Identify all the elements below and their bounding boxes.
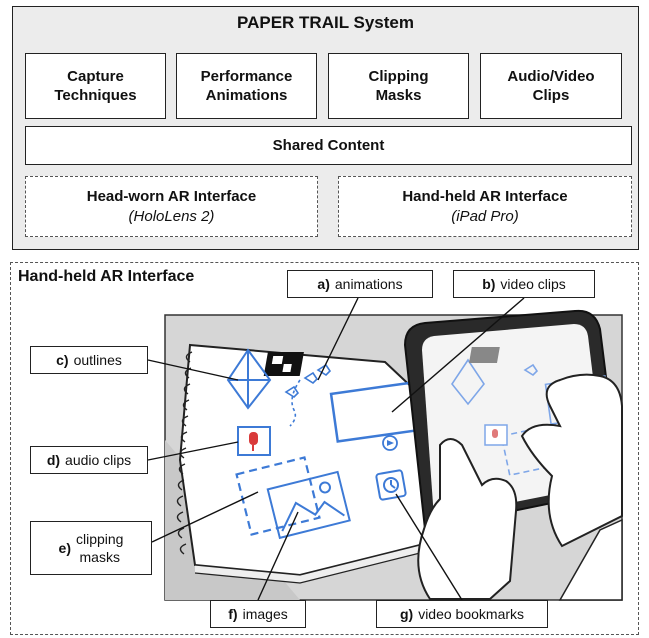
interface-hand-held: Hand-held AR Interface (iPad Pro): [338, 176, 632, 237]
pointing-hand: [520, 373, 623, 548]
label-clipping-masks: e)clipping masks: [30, 521, 152, 575]
label-key: a): [317, 276, 330, 292]
label-images: f)images: [210, 600, 306, 628]
fiducial-marker: [263, 352, 304, 376]
holding-hand: [417, 438, 518, 600]
label-outlines: c)outlines: [30, 346, 148, 374]
module-label: Audio/Video Clips: [507, 68, 595, 104]
sleeve: [558, 518, 623, 601]
handheld-title: Hand-held AR Interface: [18, 268, 195, 285]
label-audio-clips: d)audio clips: [30, 446, 148, 474]
system-title: PAPER TRAIL System: [237, 13, 414, 32]
label-key: b): [482, 276, 496, 292]
microphone-icon: [249, 432, 258, 445]
label-text: video bookmarks: [418, 606, 525, 622]
module-capture-techniques: Capture Techniques: [25, 53, 166, 119]
shared-content-label: Shared Content: [272, 137, 385, 154]
module-performance-animations: Performance Animations: [176, 53, 317, 119]
shared-content-box: Shared Content: [25, 126, 632, 165]
label-animations: a)animations: [287, 270, 433, 298]
interface-device: (HoloLens 2): [128, 207, 215, 225]
label-video-clips: b)video clips: [453, 270, 595, 298]
label-key: g): [399, 606, 414, 622]
label-key: f): [228, 606, 238, 622]
label-text: audio clips: [65, 452, 132, 468]
image-icon: [266, 470, 351, 540]
label-key: e): [58, 540, 71, 556]
interface-title: Hand-held AR Interface: [402, 187, 568, 205]
module-label: Capture Techniques: [54, 68, 137, 104]
label-text: images: [242, 606, 288, 622]
video-bookmark-icon: [375, 469, 407, 501]
label-video-bookmarks: g)video bookmarks: [376, 600, 548, 628]
module-clipping-masks: Clipping Masks: [328, 53, 469, 119]
module-label: Clipping Masks: [368, 68, 429, 104]
notebook-spiral: [176, 351, 193, 555]
label-key: c): [56, 352, 69, 368]
play-button-icon: [382, 435, 398, 451]
callout-lines: [147, 297, 525, 601]
label-text: animations: [334, 276, 403, 292]
play-triangle-icon: [387, 440, 394, 446]
label-key: d): [46, 452, 61, 468]
label-text: clipping masks: [75, 531, 124, 565]
handheld-panel: [10, 262, 639, 635]
interface-head-worn: Head-worn AR Interface (HoloLens 2): [25, 176, 318, 237]
label-text: video clips: [500, 276, 566, 292]
module-audio-video-clips: Audio/Video Clips: [480, 53, 622, 119]
module-label: Performance Animations: [200, 68, 293, 104]
label-text: outlines: [73, 352, 122, 368]
animation-figures: [284, 363, 332, 427]
interface-device: (iPad Pro): [451, 207, 519, 225]
interface-title: Head-worn AR Interface: [86, 187, 257, 205]
